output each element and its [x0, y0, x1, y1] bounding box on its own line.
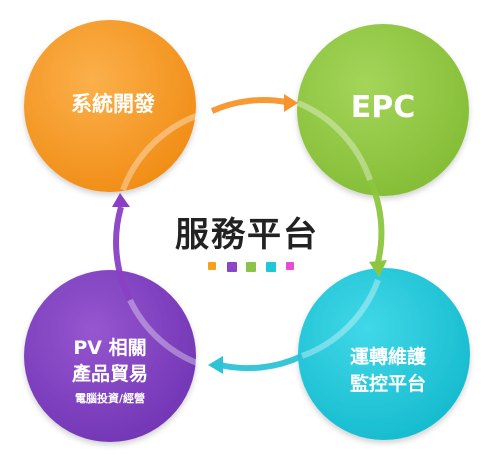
node-top-right-circle — [297, 24, 469, 196]
center-title: 服務平台 — [175, 215, 319, 255]
center-dots — [208, 262, 294, 272]
arrow-top-head — [284, 94, 298, 112]
node-bottom-left-circle — [24, 270, 196, 442]
arrow-left-head — [112, 193, 130, 207]
node-top-right-label: EPC — [351, 90, 416, 125]
center-dot-4 — [266, 262, 276, 272]
node-bottom-right-line1: 運轉維護 — [350, 345, 427, 368]
arrow-bottom — [219, 353, 304, 372]
arrow-right-head — [369, 260, 387, 277]
node-bottom-left-line3: 電腦投資/經營 — [75, 391, 145, 405]
center-dot-2 — [227, 262, 237, 272]
center-dot-5 — [286, 262, 294, 270]
node-bottom-right: 運轉維護 監控平台 — [298, 268, 470, 440]
node-bottom-left-line1: PV 相關 — [73, 337, 146, 359]
node-bottom-left: PV 相關 產品貿易 電腦投資/經營 — [24, 270, 196, 442]
node-top-right: EPC — [297, 24, 469, 196]
arrow-bottom-head — [208, 356, 223, 374]
node-bottom-right-line2: 監控平台 — [350, 372, 426, 395]
node-top-left-circle — [24, 20, 196, 192]
center-dot-3 — [246, 262, 256, 272]
node-bottom-right-circle — [298, 268, 470, 440]
node-top-left-label: 系統開發 — [71, 92, 155, 116]
node-bottom-left-line2: 產品貿易 — [72, 362, 148, 385]
center-dot-1 — [208, 262, 216, 270]
node-top-left: 系統開發 — [24, 20, 196, 192]
cycle-ring — [112, 94, 387, 374]
arrow-right — [367, 178, 385, 263]
arrow-left — [113, 206, 133, 302]
arrow-top — [210, 97, 287, 114]
